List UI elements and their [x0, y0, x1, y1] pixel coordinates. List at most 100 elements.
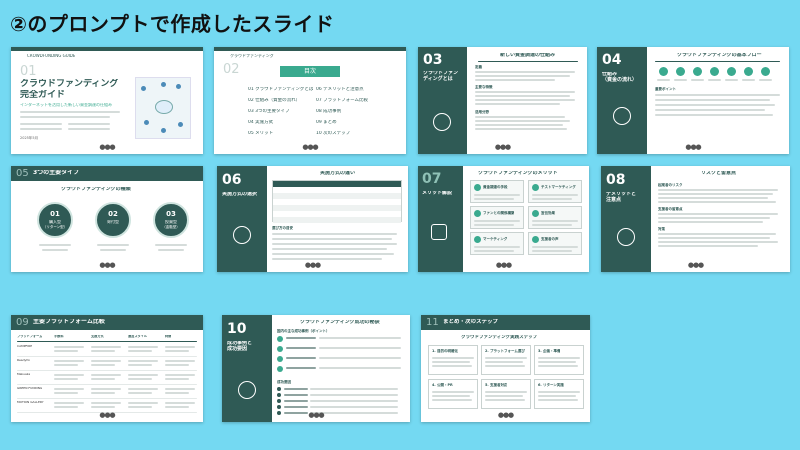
- flow-step-label: [691, 79, 704, 81]
- table-cell: [165, 374, 195, 376]
- trophy-icon: [238, 381, 256, 399]
- merit-card-title: 支援者の声: [541, 237, 559, 241]
- slide-number: 06: [222, 172, 242, 188]
- toc-item: 04 実施方式: [248, 120, 274, 125]
- section-label: 主要な特徴: [475, 85, 493, 89]
- step-title: 5. 支援者対応: [485, 383, 508, 387]
- case-icon: [277, 356, 283, 362]
- table-row-name: Makuake: [17, 373, 31, 376]
- merit-card-title: 宣伝効果: [541, 211, 555, 215]
- section-label: 対策: [658, 227, 665, 231]
- slide-thumbnail-06[interactable]: 06 実施方式の選択 実施方式の違い 選び方の目安 ●●●: [217, 166, 408, 272]
- merit-card-icon: [474, 184, 481, 191]
- table-header: プラットフォーム: [17, 335, 43, 338]
- slide-heading: クラウドファンディングの基本フロー: [677, 53, 762, 58]
- step-card: 6. リターン実施: [534, 379, 584, 409]
- merit-card-icon: [532, 210, 539, 217]
- step-title: 1. 目的の明確化: [432, 349, 458, 353]
- step-title: 4. 公開・PR: [432, 383, 453, 387]
- slide-thumbnail-07[interactable]: 07 メリット解説 クラウドファンディングのメリット 資金調達の手段テストマーケ…: [418, 166, 589, 272]
- merit-card: 資金調達の手段: [470, 180, 524, 203]
- factor-text: [310, 400, 398, 402]
- crowd-illustration: [135, 77, 191, 139]
- step-text: [538, 357, 580, 359]
- merit-card-text: [474, 224, 514, 226]
- merit-card-title: ファンとの関係構築: [483, 211, 515, 215]
- merit-card: ファンとの関係構築: [470, 206, 524, 229]
- toc-item: 09 まとめ: [316, 120, 337, 125]
- factor-bullet: [277, 393, 281, 397]
- type-desc-line: [39, 244, 71, 246]
- factor-text: [310, 406, 398, 408]
- step-text: [538, 395, 576, 397]
- merit-card-title: 資金調達の手段: [483, 185, 508, 189]
- slide-heading: クラウドファンディングの種類: [61, 187, 131, 192]
- slide-thumbnail-03[interactable]: 03 クラウドファン ディングとは 新しい資金調達の仕組み 定義 主要な特徴 活…: [418, 47, 587, 154]
- merit-card-icon: [474, 236, 481, 243]
- factor-bullet: [277, 405, 281, 409]
- factor-text: [310, 394, 398, 396]
- toc-item: 08 成功事例: [316, 109, 342, 114]
- slide-thumbnail-11[interactable]: 11 まとめ・次のステップ クラウドファンディング実践ステップ 1. 目的の明確…: [421, 315, 590, 422]
- table-cell: [128, 406, 152, 408]
- slide-thumbnail-08[interactable]: 08 デメリットと 注意点 リスクと留意点 起案者のリスク 支援者の留意点 対策…: [601, 166, 790, 272]
- table-cell: [54, 374, 84, 376]
- table-header: 特徴: [165, 335, 172, 338]
- flow-step-icon: [676, 67, 685, 76]
- type-number: 01: [50, 210, 60, 218]
- case-title: [286, 367, 316, 369]
- merit-card-text: [532, 224, 572, 226]
- merit-card-text: [532, 250, 572, 252]
- table-cell: [91, 374, 121, 376]
- step-card: 5. 支援者対応: [481, 379, 531, 409]
- slide-title-line1: クラウドファンディング: [20, 79, 119, 89]
- factor-title: [284, 412, 308, 414]
- step-text: [432, 391, 474, 393]
- flow-step-icon: [761, 67, 770, 76]
- step-text: [538, 391, 580, 393]
- slide-number: 11: [426, 317, 439, 328]
- table-cell: [165, 392, 189, 394]
- step-card: 4. 公開・PR: [428, 379, 478, 409]
- table-cell: [128, 388, 158, 390]
- table-cell: [91, 364, 115, 366]
- thumbs-up-icon: [431, 224, 447, 240]
- factor-bullet: [277, 387, 281, 391]
- step-text: [538, 365, 578, 367]
- table-cell: [165, 360, 195, 362]
- slide-subtitle: インターネットを活用した新しい資金調達の仕組み: [20, 103, 112, 107]
- case-icon: [277, 336, 283, 342]
- table-cell: [54, 388, 84, 390]
- section-label: 支援者の留意点: [658, 207, 683, 211]
- table-cell: [128, 360, 158, 362]
- merit-card: 支援者の声: [528, 232, 582, 255]
- table-row-name: CAMPFIRE: [17, 345, 33, 348]
- step-text: [485, 361, 523, 363]
- step-text: [432, 357, 474, 359]
- table-cell: [165, 364, 189, 366]
- merit-card: マーケティング: [470, 232, 524, 255]
- slide-section-title: 主要プラットフォーム比較: [33, 319, 105, 325]
- slide-thumbnail-04[interactable]: 04 仕組み （資金の流れ） クラウドファンディングの基本フロー 重要ポイント …: [597, 47, 789, 154]
- slide-thumbnail-01[interactable]: CROWDFUNDING GUIDE 01 クラウドファンディング 完全ガイド …: [11, 47, 203, 154]
- slide-section-title: メリット解説: [422, 191, 453, 196]
- merit-card-text: [474, 246, 520, 248]
- type-number: 02: [108, 210, 118, 218]
- community-icon: [433, 113, 451, 131]
- toc-item: 07 プラットフォーム比較: [316, 98, 369, 103]
- table-cell: [128, 346, 158, 348]
- table-cell: [91, 388, 121, 390]
- table-cell: [128, 402, 158, 404]
- table-cell: [54, 402, 84, 404]
- section-label: 重要ポイント: [655, 87, 676, 91]
- slide-date: 2025年5月: [20, 136, 39, 140]
- factor-bullet: [277, 411, 281, 415]
- table-cell: [91, 406, 115, 408]
- slide-number: 04: [602, 52, 622, 68]
- slide-thumbnail-10[interactable]: 10 成功事例と 成功要因 クラウドファンディング成功の秘訣 国内の主な成功事例…: [222, 315, 410, 422]
- step-text: [432, 361, 470, 363]
